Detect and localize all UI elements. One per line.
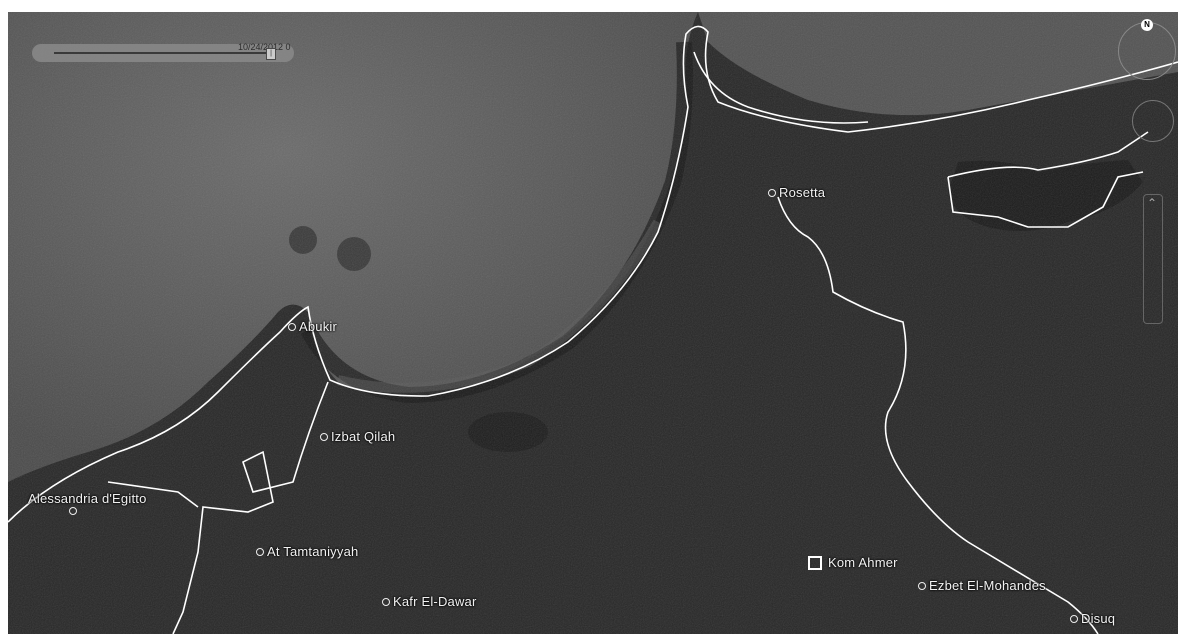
place-label: Izbat Qilah (331, 429, 396, 444)
place-label: Kom Ahmer (828, 555, 898, 570)
place-rosetta[interactable]: Rosetta (768, 185, 825, 200)
place-izbat-qilah[interactable]: Izbat Qilah (320, 429, 395, 444)
compass-icon[interactable]: N (1118, 19, 1176, 80)
place-marker-icon (918, 581, 926, 590)
place-label: Disuq (1081, 611, 1116, 626)
place-kafr-el-dawar[interactable]: Kafr El-Dawar (382, 594, 477, 609)
place-label: At Tamtaniyyah (267, 544, 359, 559)
place-marker-icon (288, 322, 296, 331)
zoom-in-icon[interactable]: ⌃ (1146, 196, 1158, 210)
place-kom-ahmer[interactable]: Kom Ahmer (808, 555, 898, 570)
place-disuq[interactable]: Disuq (1070, 611, 1115, 626)
time-slider-date: 10/24/2012 0 (238, 42, 291, 52)
place-marker-icon (320, 432, 328, 441)
place-marker-icon (1070, 614, 1078, 623)
place-label: Kafr El-Dawar (393, 594, 477, 609)
place-label: Rosetta (779, 185, 826, 200)
time-slider-track[interactable] (54, 52, 270, 54)
place-label: Ezbet El-Mohandes (929, 578, 1046, 593)
map-canvas (8, 12, 1178, 634)
site-marker-icon (808, 555, 822, 570)
place-alessandria[interactable]: Alessandria d'Egitto (28, 481, 146, 515)
place-marker-icon (256, 547, 264, 556)
place-label: Alessandria d'Egitto (28, 490, 147, 506)
place-marker-icon (768, 188, 776, 197)
place-label: Abukir (299, 319, 338, 334)
north-indicator[interactable]: N (1141, 19, 1153, 31)
place-marker-icon (382, 597, 390, 606)
boundary-lines (8, 25, 1178, 634)
satellite-map[interactable]: Abukir Rosetta Izbat Qilah Alessandria d… (8, 12, 1178, 634)
place-at-tamtaniyyah[interactable]: At Tamtaniyyah (256, 544, 358, 559)
place-marker-icon (68, 507, 77, 515)
zoom-slider-icon[interactable]: ⌃ (1143, 194, 1163, 324)
time-slider[interactable]: 10/24/2012 0 | (32, 42, 294, 62)
time-slider-handle[interactable]: | (266, 48, 276, 60)
look-control-icon[interactable] (1132, 100, 1174, 142)
place-abukir[interactable]: Abukir (288, 319, 337, 334)
place-ezbet-el-mohandes[interactable]: Ezbet El-Mohandes (918, 578, 1046, 593)
